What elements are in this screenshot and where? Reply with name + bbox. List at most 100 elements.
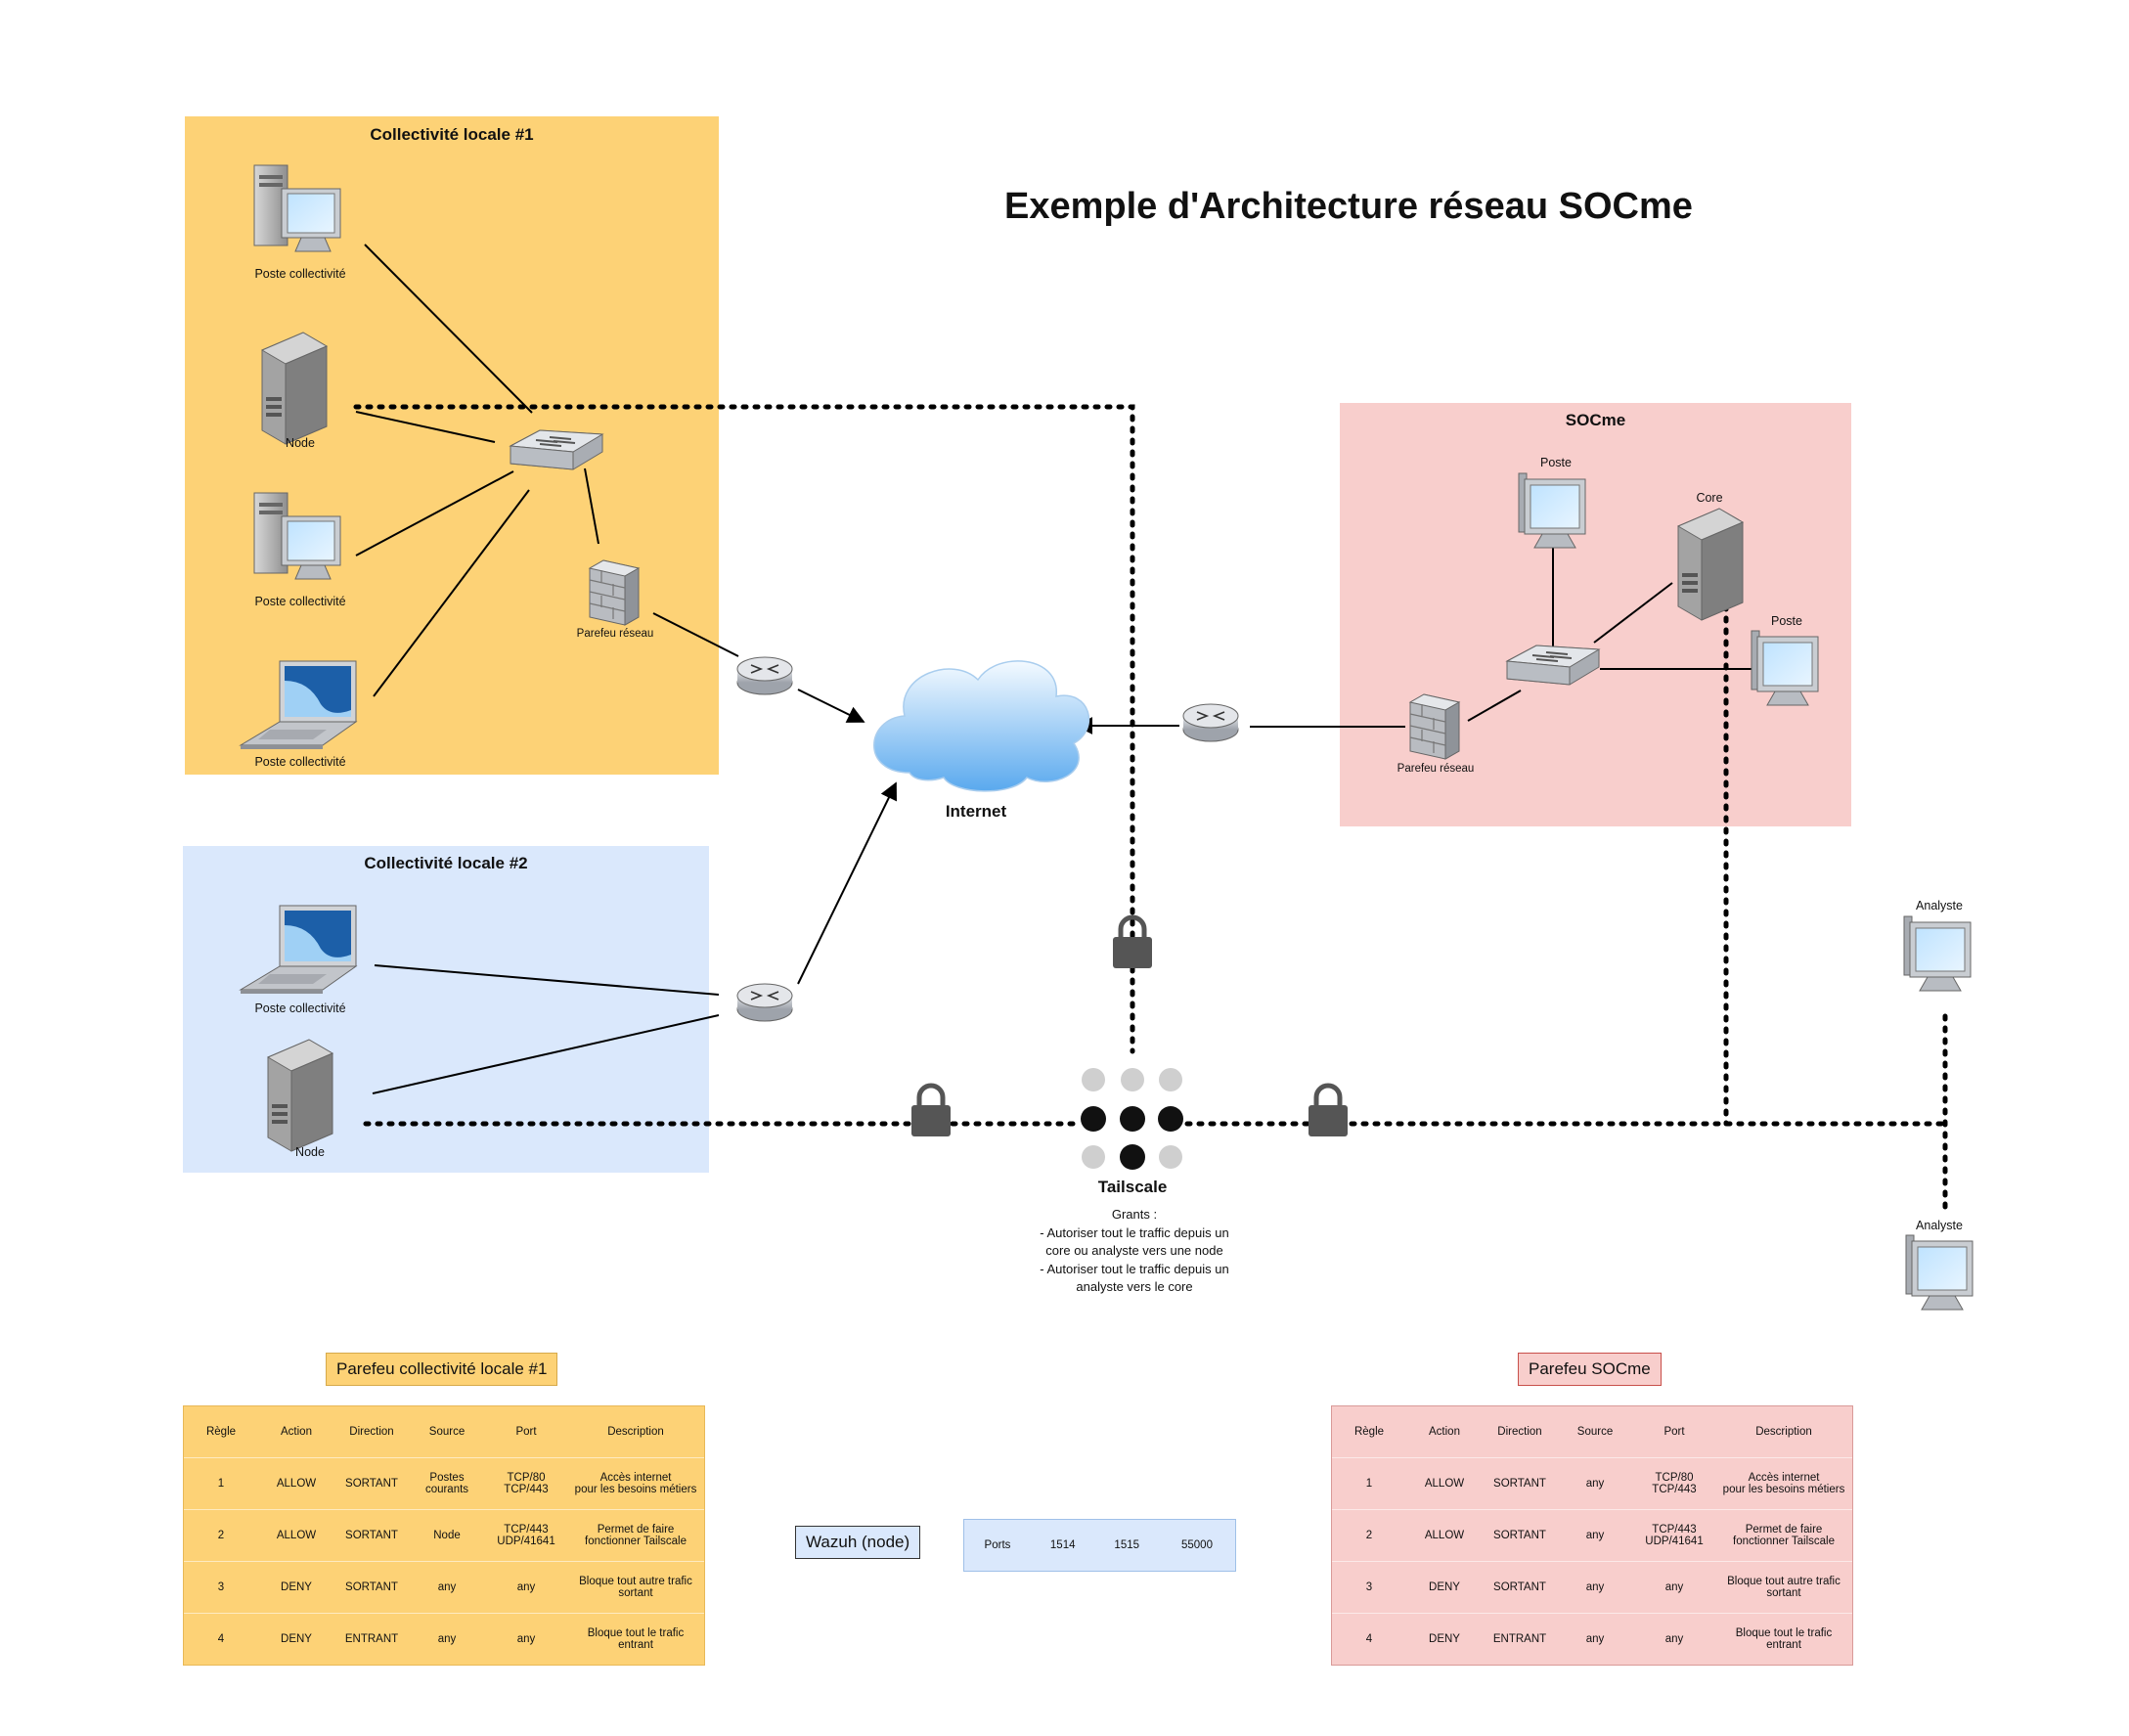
fw2-cell: DENY bbox=[1429, 1633, 1460, 1645]
table-row: 1 ALLOW SORTANT Postes courants TCP/80 T… bbox=[184, 1458, 704, 1510]
router-collectivite-1-icon bbox=[736, 656, 793, 695]
fw1-cell: any bbox=[437, 1633, 457, 1645]
label-analyste-2: Analyste bbox=[1916, 1219, 1963, 1232]
fw1-cell: DENY bbox=[281, 1581, 312, 1593]
zone-socme-title: SOCme bbox=[1565, 411, 1626, 429]
fw2-cell: any bbox=[1664, 1633, 1684, 1645]
fw1-header-source: Source bbox=[428, 1426, 466, 1438]
label-poste-collectivite-1: Poste collectivité bbox=[254, 267, 346, 281]
links-collectivite-2 bbox=[372, 964, 720, 1094]
fw2-cell: 4 bbox=[1365, 1633, 1373, 1645]
table-row: 4 DENY ENTRANT any any Bloque tout le tr… bbox=[1332, 1614, 1852, 1666]
fw2-title: Parefeu SOCme bbox=[1518, 1353, 1662, 1386]
fw1-table: Règle Action Direction Source Port Descr… bbox=[183, 1405, 705, 1666]
label-parefeu-soc: Parefeu réseau bbox=[1397, 763, 1475, 775]
tailscale-dotted-links bbox=[353, 404, 1948, 1212]
fw2-header-source: Source bbox=[1576, 1426, 1614, 1438]
analyste-2-icon bbox=[1905, 1234, 1974, 1311]
zone-socme: SOCme bbox=[1340, 403, 1851, 826]
fw1-cell: Permet de faire fonctionner Tailscale bbox=[585, 1524, 687, 1547]
fw2-cell: any bbox=[1585, 1633, 1605, 1645]
fw1-header-regle: Règle bbox=[205, 1426, 237, 1438]
analyste-1-icon bbox=[1903, 915, 1972, 992]
wazuh-ports-label: Ports bbox=[984, 1539, 1011, 1551]
label-poste-collectivite-c2: Poste collectivité bbox=[254, 1002, 346, 1015]
links-collectivite-1 bbox=[355, 244, 739, 697]
label-tailscale: Tailscale bbox=[1097, 1178, 1168, 1196]
wazuh-port-1515: 1515 bbox=[1114, 1539, 1140, 1551]
label-node-1: Node bbox=[286, 436, 315, 450]
fw2-cell: SORTANT bbox=[1493, 1478, 1546, 1490]
fw1-cell: Accès internet pour les besoins métiers bbox=[574, 1472, 697, 1495]
poste-collectivite-1-icon bbox=[253, 164, 341, 252]
table-row: 2 ALLOW SORTANT Node TCP/443 UDP/41641 P… bbox=[184, 1510, 704, 1562]
table-header-row: Règle Action Direction Source Port Descr… bbox=[184, 1406, 704, 1458]
fw2-cell: any bbox=[1585, 1530, 1605, 1541]
fw1-title: Parefeu collectivité locale #1 bbox=[326, 1353, 558, 1386]
label-poste-collectivite-3: Poste collectivité bbox=[254, 755, 346, 769]
fw2-cell: Bloque tout autre trafic sortant bbox=[1727, 1576, 1841, 1599]
table-row: 3 DENY SORTANT any any Bloque tout autre… bbox=[1332, 1562, 1852, 1614]
fw2-cell: ENTRANT bbox=[1492, 1633, 1547, 1645]
router-collectivite-2-icon bbox=[736, 983, 793, 1022]
fw1-cell: 4 bbox=[217, 1633, 225, 1645]
fw2-cell: 2 bbox=[1365, 1530, 1373, 1541]
fw1-cell: 2 bbox=[217, 1530, 225, 1541]
wazuh-ports-table: Ports 1514 1515 55000 bbox=[963, 1519, 1236, 1572]
zone-collectivite-1-title: Collectivité locale #1 bbox=[370, 125, 534, 144]
fw2-cell: 3 bbox=[1365, 1581, 1373, 1593]
switch-soc-icon bbox=[1506, 645, 1600, 686]
fw1-header-direction: Direction bbox=[349, 1426, 394, 1438]
table-row: 1 ALLOW SORTANT any TCP/80 TCP/443 Accès… bbox=[1332, 1458, 1852, 1510]
fw1-cell: Node bbox=[433, 1530, 461, 1541]
fw1-cell: SORTANT bbox=[345, 1581, 398, 1593]
lock-icon-right bbox=[1308, 1086, 1348, 1136]
lock-icon-left bbox=[911, 1086, 951, 1136]
label-core: Core bbox=[1696, 491, 1723, 505]
fw2-cell: 1 bbox=[1365, 1478, 1373, 1490]
firewall-soc-icon bbox=[1409, 693, 1460, 760]
zone-collectivite-2-title: Collectivité locale #2 bbox=[364, 854, 528, 872]
fw1-cell: Bloque tout le trafic entrant bbox=[587, 1627, 685, 1651]
label-analyste-1: Analyste bbox=[1916, 899, 1963, 913]
fw1-cell: Postes courants bbox=[424, 1472, 469, 1495]
label-node-c2: Node bbox=[295, 1145, 325, 1159]
table-row: 4 DENY ENTRANT any any Bloque tout le tr… bbox=[184, 1614, 704, 1666]
fw1-cell: any bbox=[437, 1581, 457, 1593]
label-poste-soc-1: Poste bbox=[1540, 456, 1572, 469]
fw1-cell: any bbox=[516, 1633, 536, 1645]
fw1-cell: DENY bbox=[281, 1633, 312, 1645]
fw1-cell: 3 bbox=[217, 1581, 225, 1593]
fw2-cell: any bbox=[1585, 1581, 1605, 1593]
laptop-collectivite-1-icon bbox=[240, 660, 357, 750]
link-router1-internet bbox=[797, 689, 865, 723]
label-poste-soc-2: Poste bbox=[1771, 614, 1802, 628]
label-parefeu-1: Parefeu réseau bbox=[576, 628, 654, 640]
fw2-cell: TCP/80 TCP/443 bbox=[1652, 1472, 1697, 1495]
poste-collectivite-2-icon bbox=[253, 492, 341, 580]
laptop-collectivite-2-icon bbox=[240, 905, 357, 995]
wazuh-port-1514: 1514 bbox=[1049, 1539, 1076, 1551]
fw2-cell: DENY bbox=[1429, 1581, 1460, 1593]
fw2-cell: Permet de faire fonctionner Tailscale bbox=[1733, 1524, 1835, 1547]
tailscale-grants: Grants : - Autoriser tout le traffic dep… bbox=[1040, 1207, 1229, 1294]
node-server-1-icon bbox=[261, 332, 328, 445]
fw1-cell: ENTRANT bbox=[344, 1633, 399, 1645]
fw2-cell: any bbox=[1585, 1478, 1605, 1490]
router-soc-icon bbox=[1182, 703, 1239, 742]
fw2-cell: Accès internet pour les besoins métiers bbox=[1722, 1472, 1845, 1495]
fw1-header-action: Action bbox=[281, 1426, 312, 1438]
fw1-cell: ALLOW bbox=[276, 1478, 317, 1490]
fw1-cell: ALLOW bbox=[276, 1530, 317, 1541]
label-internet: Internet bbox=[945, 802, 1007, 821]
link-router2-internet bbox=[797, 781, 897, 985]
links-socme bbox=[1250, 544, 1752, 728]
fw1-cell: TCP/80 TCP/443 bbox=[504, 1472, 549, 1495]
fw2-cell: SORTANT bbox=[1493, 1530, 1546, 1541]
fw1-header-port: Port bbox=[515, 1426, 537, 1438]
switch-collectivite-1-icon bbox=[510, 429, 603, 470]
core-server-icon bbox=[1677, 508, 1744, 621]
fw2-header-description: Description bbox=[1755, 1426, 1812, 1438]
table-row: 2 ALLOW SORTANT any TCP/443 UDP/41641 Pe… bbox=[1332, 1510, 1852, 1562]
